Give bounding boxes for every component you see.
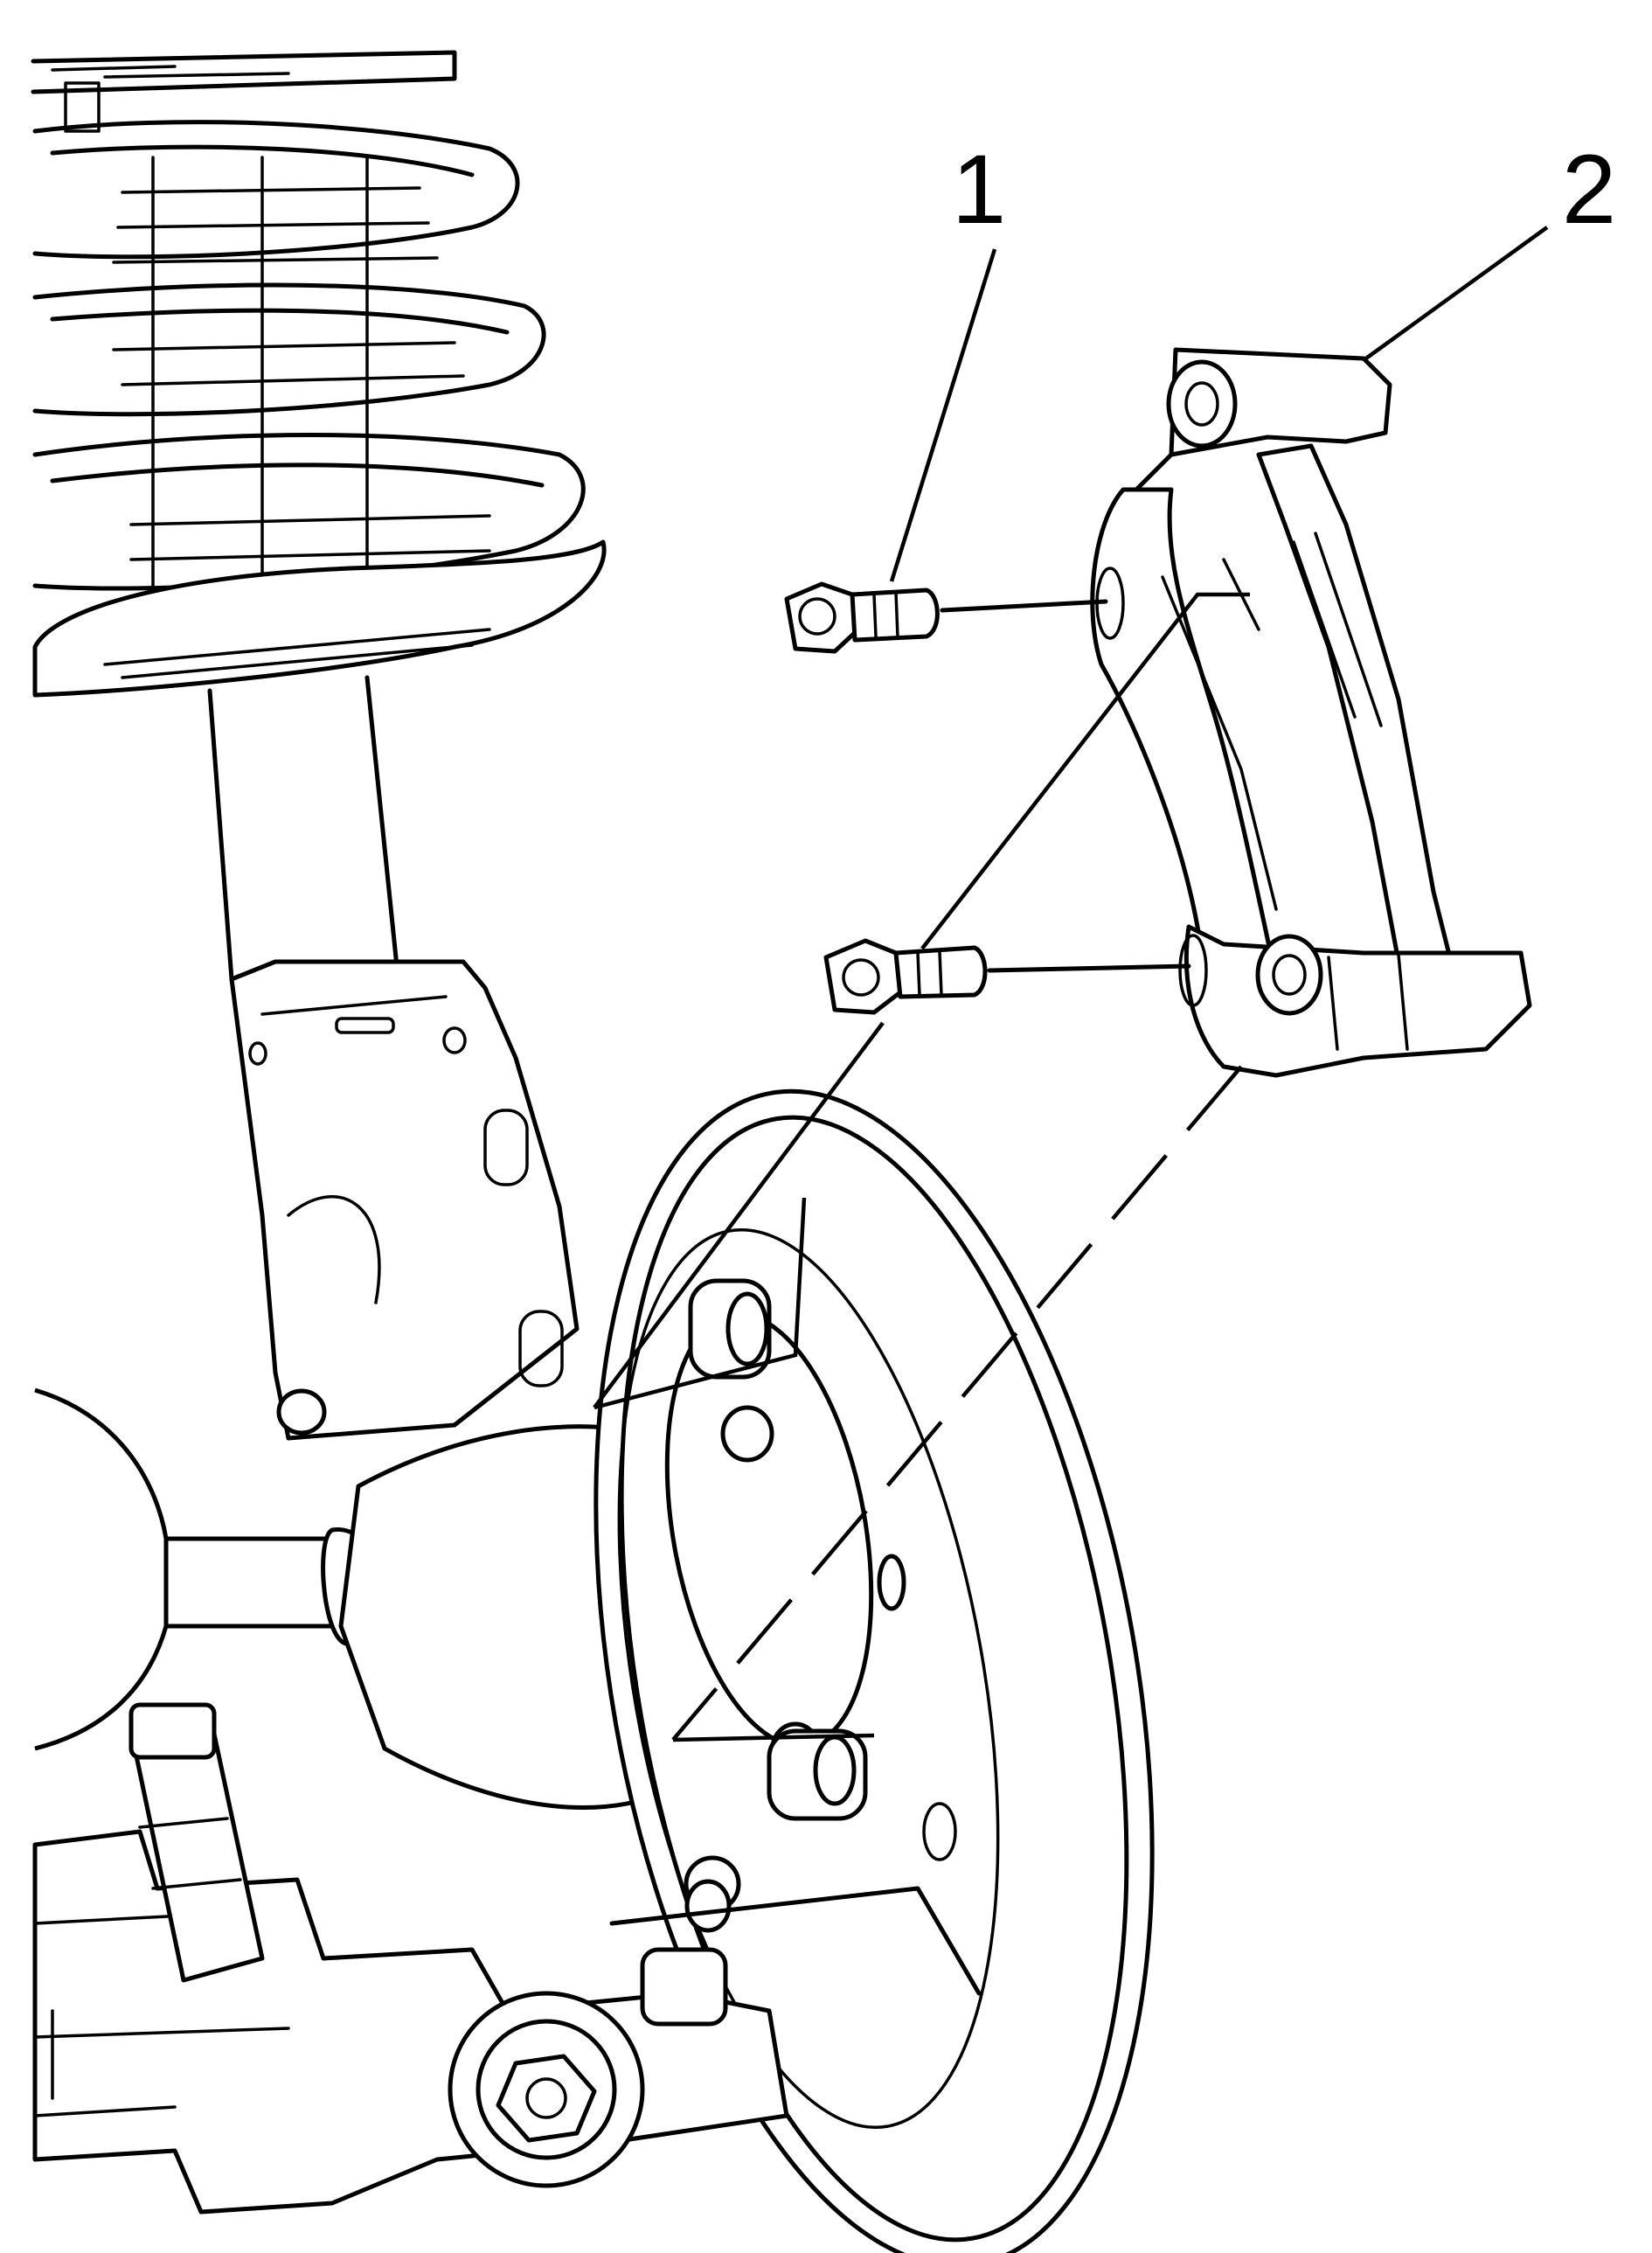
strut-top-mount bbox=[31, 50, 457, 133]
strut-body bbox=[207, 675, 580, 1441]
callout-2-label: 2 bbox=[1562, 135, 1616, 244]
callout-1-leader bbox=[889, 248, 997, 582]
spring-seat bbox=[32, 539, 607, 698]
callout-2-leader bbox=[1362, 226, 1549, 362]
alignment-lines bbox=[593, 592, 1250, 1742]
strut-assembly bbox=[31, 50, 607, 1441]
callout-1-label: 1 bbox=[952, 135, 1006, 244]
coil-spring bbox=[32, 120, 586, 614]
bolt-upper bbox=[784, 581, 1108, 654]
lower-control-arm bbox=[32, 1702, 982, 2215]
brake-caliper-bracket bbox=[1090, 347, 1532, 1078]
bolt-lower bbox=[823, 938, 1191, 1015]
